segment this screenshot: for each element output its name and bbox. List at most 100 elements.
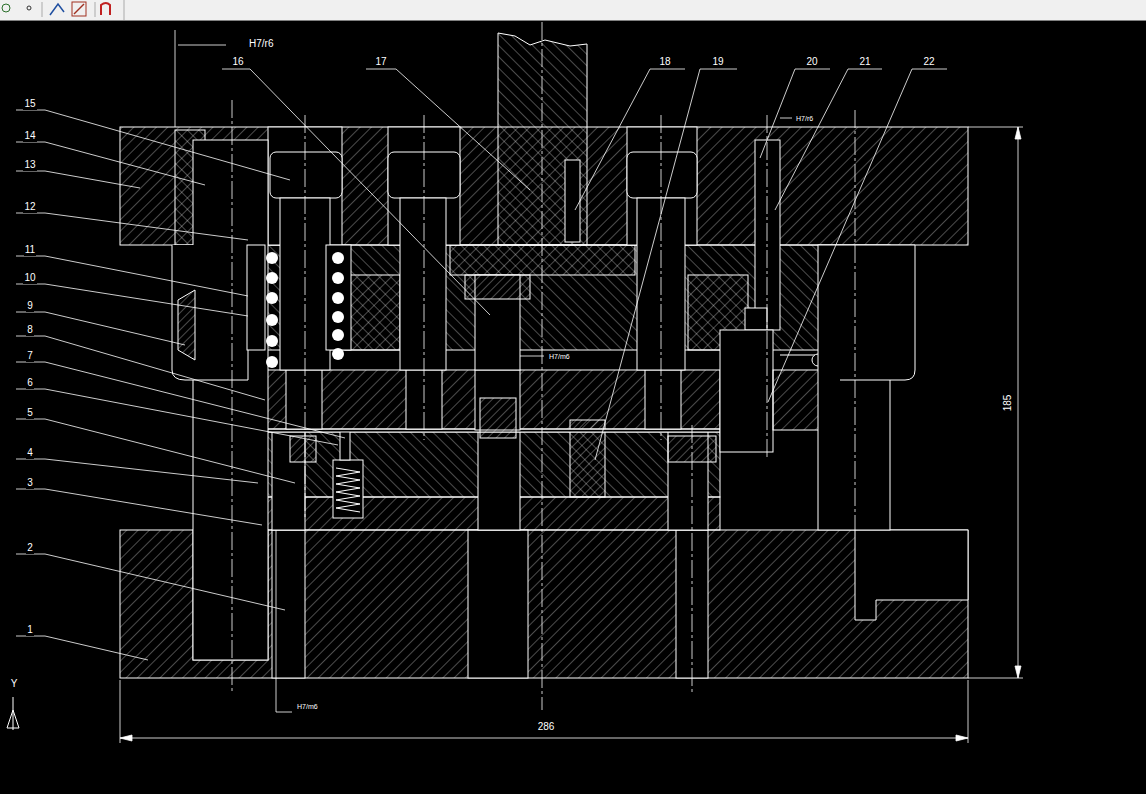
toolbar [124,0,125,20]
dimension-lines [120,680,121,743]
center-lines [232,100,233,692]
leader-lines [575,69,685,210]
callout-number: 10 [23,272,36,284]
die-parts [247,245,265,350]
die-parts [193,140,268,660]
die-parts [172,245,248,380]
leader-lines [178,45,226,46]
callout-number: 3 [26,477,34,489]
callout-number: 14 [23,130,36,142]
toolbar [74,4,84,14]
callout-number: 7 [26,350,34,362]
toolbar [72,2,86,16]
toolbar [95,2,96,17]
leader-lines [276,530,277,712]
die-parts [333,460,363,518]
leader-lines [16,554,285,610]
die-parts [286,370,322,429]
die-parts [270,152,342,198]
callout-number: 16 [231,56,244,68]
die-parts [336,468,360,512]
ball-cage [266,272,278,284]
leader-lines [366,69,530,190]
callout-number: 15 [23,98,36,110]
callout-number: 8 [26,324,34,336]
ball-cage [332,252,344,264]
toolbar [27,6,31,10]
dimension-lines [1018,127,1019,678]
ball-cage [332,272,344,284]
callout-number: 5 [26,407,34,419]
dimension-lines [956,735,968,741]
dimension-lines [1015,666,1021,678]
callout-number: 13 [23,159,36,171]
leader-lines [16,110,290,180]
ball-cage [266,292,278,304]
leader-lines [16,30,947,712]
center-lines [232,22,855,710]
die-parts [855,530,968,620]
toolbar [0,0,1146,20]
axis-label: Y [10,678,19,690]
die-parts [478,432,520,530]
center-lines [424,115,425,440]
leader-lines [16,256,248,296]
callout-number: 1 [26,624,34,636]
leader-lines [222,69,490,315]
center-lines [305,115,306,520]
ball-cage [266,252,278,264]
toolbar [0,0,1146,21]
leader-lines [16,362,345,438]
callout-number: 6 [26,377,34,389]
fit-tolerance: H7/r6 [248,38,274,50]
dimension-lines [1015,127,1021,139]
dimension-lines [968,680,969,743]
center-lines [767,115,768,460]
leader-lines [16,489,262,525]
ucs-icon [7,710,19,728]
die-parts [498,33,587,245]
leader-lines [175,30,176,127]
dimension-lines [968,127,1023,128]
callout-number: 19 [711,56,724,68]
die-parts [720,330,773,452]
toolbar [101,3,110,15]
leader-lines [16,459,258,483]
leader-lines [16,142,205,185]
fit-tolerance: H7/m6 [296,702,319,711]
die-parts [468,530,528,678]
die-parts [745,308,767,330]
die-parts [840,245,915,380]
callout-number: 4 [26,447,34,459]
callout-number: 21 [858,56,871,68]
leader-lines [520,356,544,357]
dimension-lines [120,127,1023,743]
leader-lines [775,69,882,210]
leader-lines [16,171,140,188]
toolbar [50,4,64,15]
ball-cage [332,311,344,323]
die-parts [450,245,635,275]
callout-number: 17 [374,56,387,68]
leader-lines [780,118,792,119]
dimension-lines [120,738,968,739]
callout-number: 12 [23,201,36,213]
leader-lines [16,312,185,345]
center-lines [661,115,662,440]
leader-lines [595,69,737,460]
toolbar [42,2,43,17]
leader-lines [276,712,292,713]
callout-number: 9 [26,300,34,312]
ball-cage [266,356,278,368]
die-parts [565,160,580,242]
center-lines [542,22,543,710]
die-parts [400,198,446,370]
ball-cage [266,335,278,347]
callout-number: 11 [24,244,36,256]
leader-lines [16,636,148,660]
fit-tolerance: H7/m6 [548,352,571,361]
die-parts [326,245,351,350]
dimension-value: 286 [537,721,556,733]
